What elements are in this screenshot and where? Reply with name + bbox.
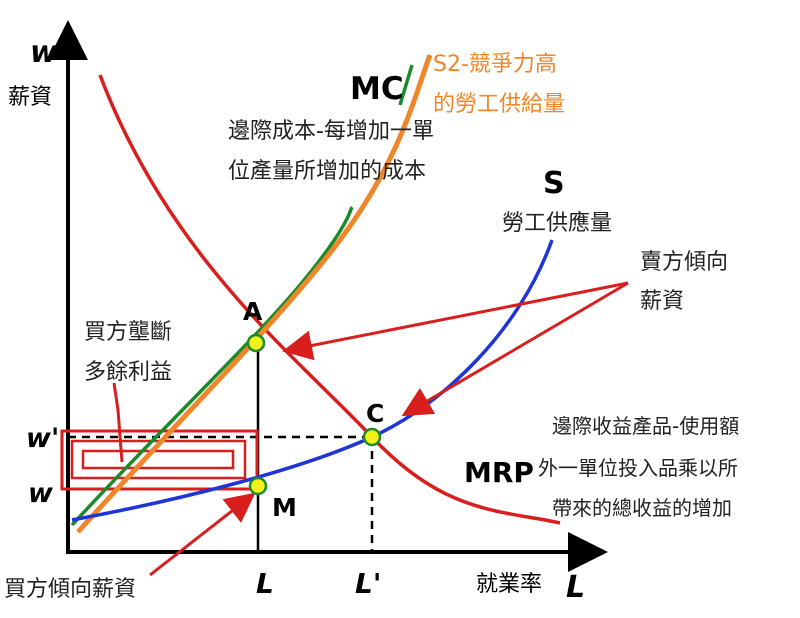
mc-curve	[70, 206, 354, 527]
tick-w: w	[28, 478, 54, 509]
s-label: S	[543, 166, 565, 201]
mrp-desc-line1: 邊際收益產品-使用額	[552, 414, 739, 438]
point-c-dot	[362, 427, 382, 447]
s-sublabel: 勞工供應量	[502, 210, 612, 236]
s2-curve	[76, 54, 433, 534]
mc-desc-line2: 位產量所增加的成本	[228, 159, 426, 184]
mrp-label: MRP	[464, 456, 534, 489]
point-m-dot	[248, 476, 268, 496]
point-a-dot	[246, 333, 266, 353]
mrp-desc-line2: 外一單位投入品乘以所	[538, 456, 738, 480]
tick-w-prime: w'	[26, 423, 59, 454]
y-axis-name: 薪資	[8, 85, 52, 110]
monopsony-line1: 買方壟斷	[84, 320, 172, 345]
monopsony-line2: 多餘利益	[84, 360, 172, 385]
monopsony-profit-rect-inner	[81, 449, 235, 470]
s2-label-line1: S2-競爭力高	[433, 52, 557, 77]
tick-l-prime: L'	[355, 567, 381, 600]
point-m-label: M	[272, 493, 297, 522]
seller-arrow-a	[282, 281, 629, 361]
buyer-wage-arrow	[149, 492, 256, 577]
s2-label-line2: 的勞工供給量	[433, 92, 565, 117]
seller-arrow-c	[401, 281, 629, 417]
point-c-label: C	[366, 399, 384, 428]
mc-desc-line1: 邊際成本-每增加一單	[228, 119, 434, 144]
x-axis-name: 就業率	[476, 572, 542, 597]
seller-wage-line2: 薪資	[640, 289, 684, 314]
seller-wage-line1: 賣方傾向	[640, 250, 728, 275]
tick-l: L	[256, 567, 274, 600]
mc-curve-top	[398, 64, 414, 106]
buyer-wage-label: 買方傾向薪資	[4, 577, 136, 602]
mrp-curve	[98, 74, 561, 525]
y-axis-symbol: w	[30, 35, 58, 70]
point-a-label: A	[243, 297, 263, 326]
mrp-desc-line3: 帶來的總收益的增加	[552, 496, 732, 520]
x-axis-symbol: L	[566, 570, 585, 605]
mc-label: MC	[350, 71, 404, 107]
monopsony-pointer	[112, 382, 124, 463]
monopsony-profit-rect-outer	[60, 429, 259, 491]
